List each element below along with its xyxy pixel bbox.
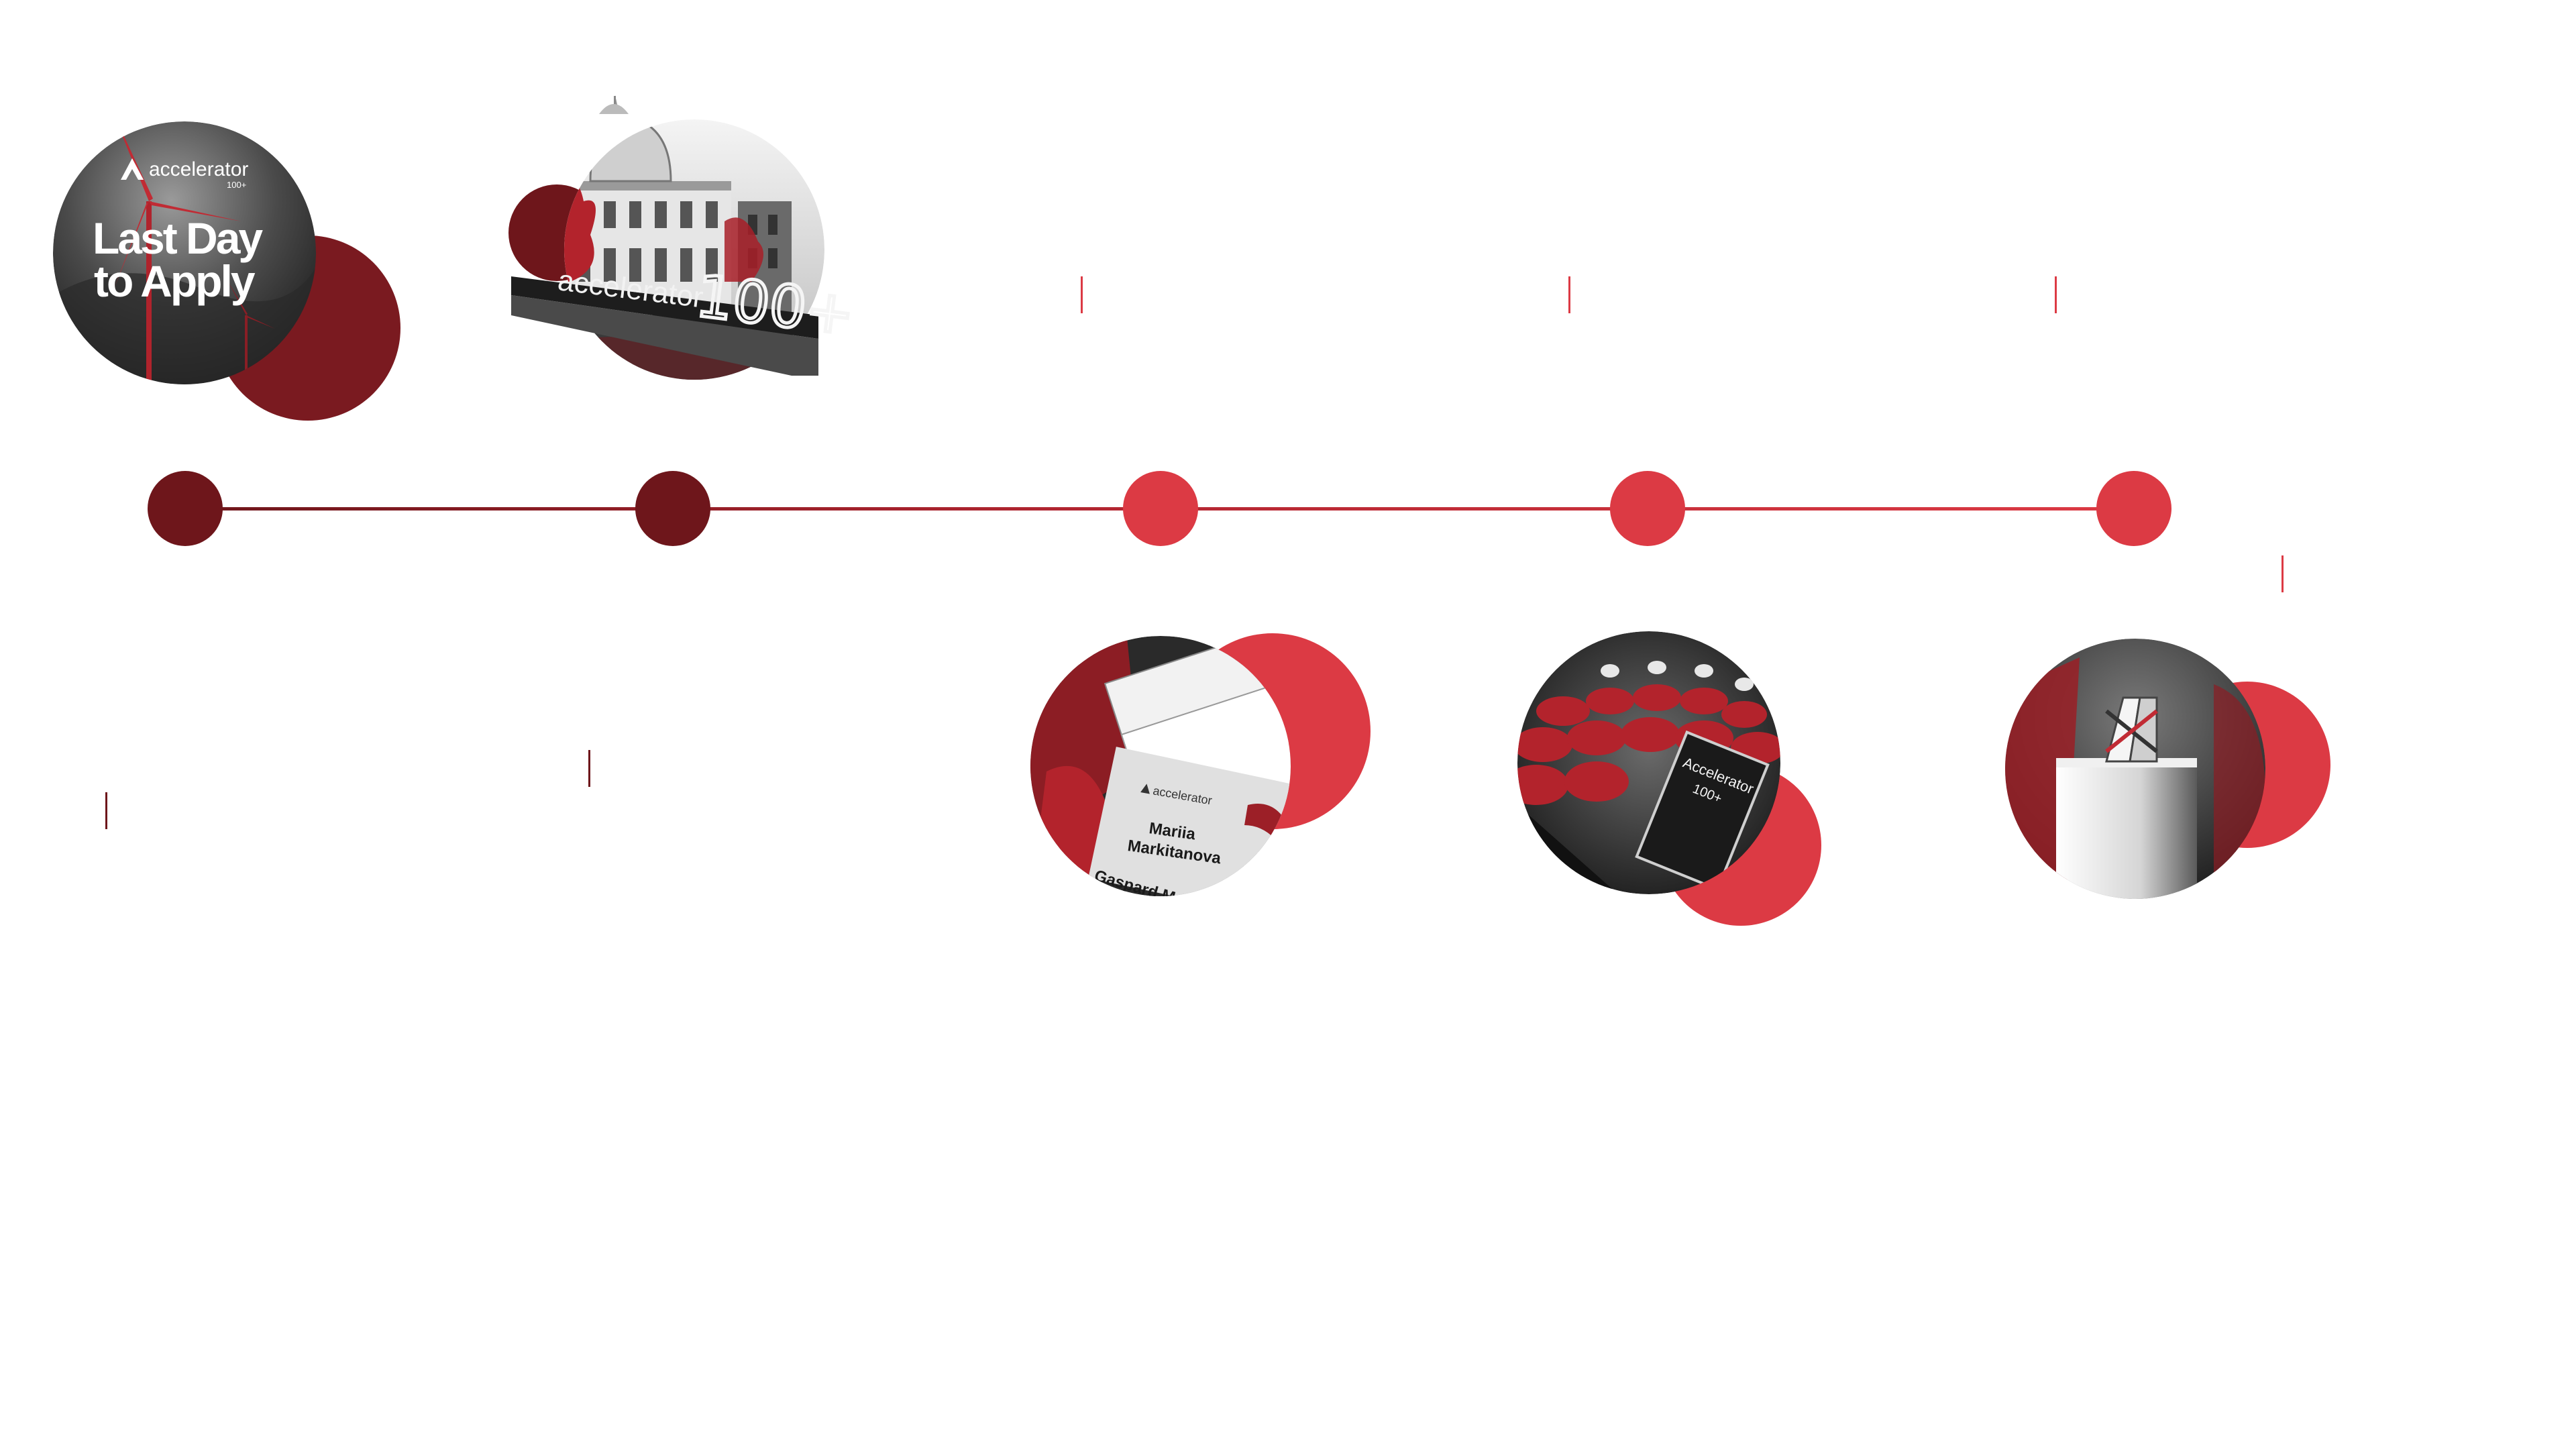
timeline-dot-4 — [1610, 471, 1685, 546]
milestone-2-image: accelerator 100+ — [508, 95, 860, 380]
milestone-3-image: accelerator Mariia Markitanova Gaspard M… — [1030, 633, 1371, 896]
timeline-dot-1 — [148, 471, 223, 546]
pedestal — [2056, 765, 2197, 899]
poster-title-line-2: to Apply — [94, 256, 256, 306]
poster-brand: accelerator — [149, 158, 248, 180]
tick-marker-2 — [1568, 276, 1570, 313]
poster-brand-sub: 100+ — [227, 180, 246, 190]
event-screen: Accelerator 100+ — [1635, 730, 1770, 892]
accelerator-logo: accelerator 100+ — [121, 158, 248, 190]
tick-marker-1 — [1081, 276, 1083, 313]
milestone-5-image — [2005, 639, 2330, 899]
milestone-1-image: accelerator 100+ Last Day to Apply — [53, 121, 400, 421]
accelerator-sign: accelerator 100+ — [511, 261, 860, 376]
tick-marker-6 — [105, 792, 107, 829]
timeline-dot-2 — [635, 471, 710, 546]
tick-marker-5 — [588, 750, 590, 787]
timeline-dot-5 — [2096, 471, 2171, 546]
poster-title-line-1: Last Day — [93, 213, 263, 263]
milestone-4-image: Accelerator 100+ — [1517, 631, 1821, 926]
tick-marker-3 — [2055, 276, 2057, 313]
timeline-dot-3 — [1123, 471, 1198, 546]
trophy-icon — [2105, 696, 2158, 763]
tick-marker-4 — [2282, 555, 2284, 592]
